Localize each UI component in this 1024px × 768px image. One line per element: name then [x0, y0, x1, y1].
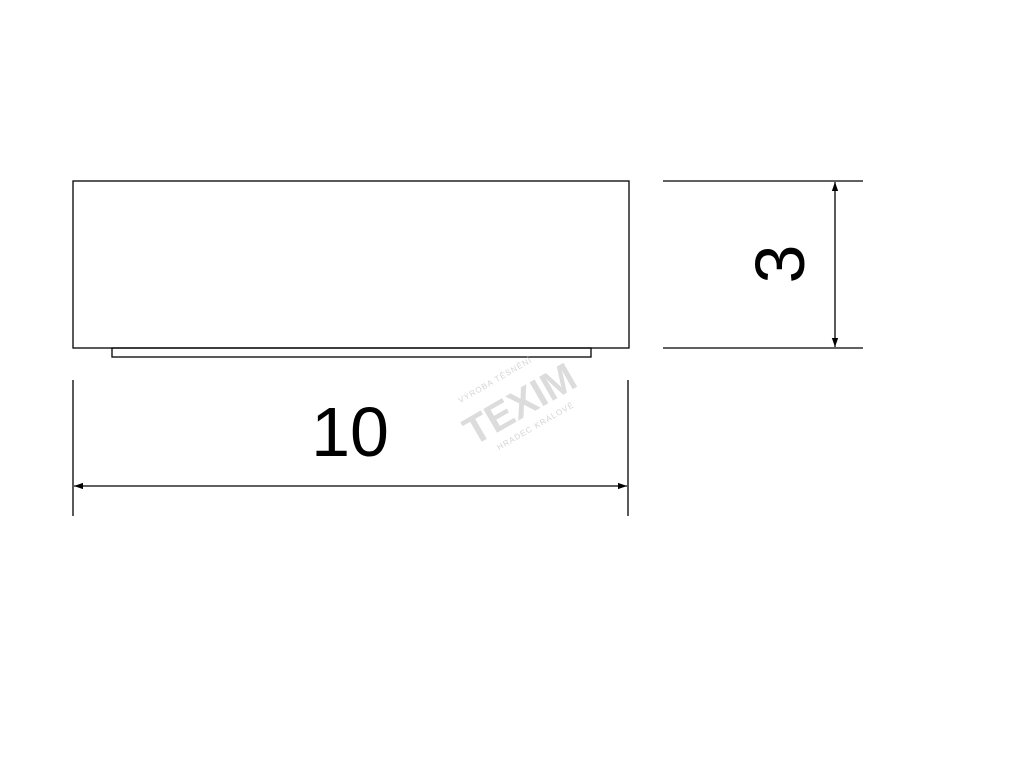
width-dimension: 10 — [72, 380, 629, 516]
watermark: VÝROBA TĚSNĚNÍ TEXIM HRADEC KRÁLOVÉ — [456, 355, 584, 454]
part-base-strip — [111, 347, 592, 358]
height-dimension: 3 — [663, 180, 863, 349]
height-label: 3 — [741, 245, 819, 284]
part-body — [72, 180, 630, 349]
width-label: 10 — [311, 393, 389, 471]
